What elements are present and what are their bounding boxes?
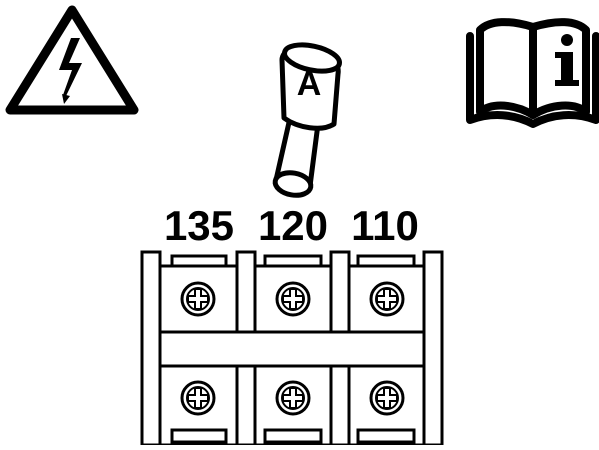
read-manual-icon — [466, 18, 599, 128]
terminal-screws — [180, 281, 405, 416]
terminal-screw-icon — [369, 380, 405, 416]
terminal-block — [140, 250, 444, 447]
terminal-ridge — [170, 428, 228, 444]
terminal-screw-icon — [180, 380, 216, 416]
terminal-separator — [140, 250, 162, 447]
terminal-screw-icon — [275, 380, 311, 416]
terminal-screw-icon — [369, 281, 405, 317]
electric-shock-warning-icon — [5, 5, 139, 115]
terminal-middle-bar — [158, 330, 426, 368]
terminal-separator — [422, 250, 444, 447]
terminal-screw-icon — [180, 281, 216, 317]
ferrule-letter: A — [297, 65, 322, 103]
terminal-ridge — [356, 428, 416, 444]
terminal-label-135: 135 — [164, 202, 234, 249]
terminal-ridge — [263, 428, 323, 444]
terminal-label-110: 110 — [351, 202, 419, 249]
terminal-label-120: 120 — [258, 202, 328, 249]
ferrule-icon — [272, 42, 343, 198]
terminal-screw-icon — [275, 281, 311, 317]
